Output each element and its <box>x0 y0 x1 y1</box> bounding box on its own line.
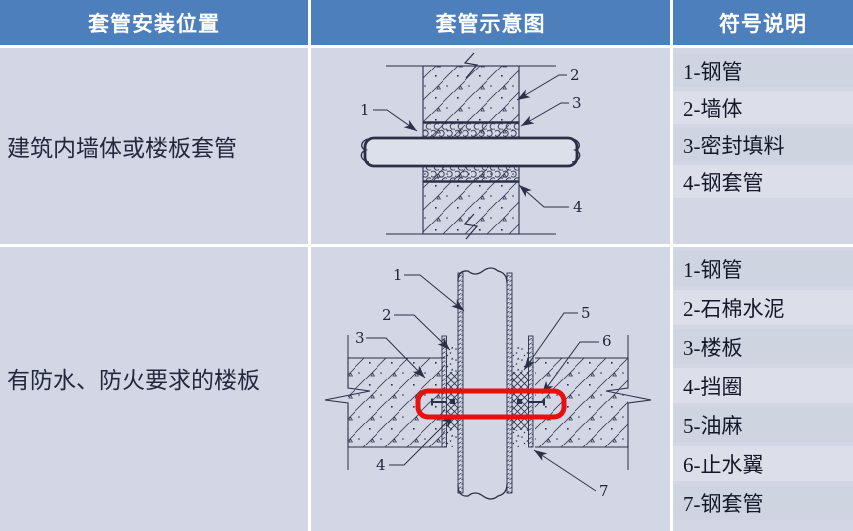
row1-legend-cell: 1-钢管 2-墙体 3-密封填料 4-钢套管 <box>673 48 853 244</box>
break-mark-icon <box>463 52 479 240</box>
pipe-bottom-break-icon <box>457 483 508 500</box>
row2-diagram-cell: 1 2 3 4 5 6 7 <box>311 247 670 531</box>
legend-item-label: 1-钢管 <box>683 257 743 282</box>
callout-3: 3 <box>355 329 365 347</box>
break-arrow-left-icon <box>324 358 371 447</box>
legend-item: 5-油麻 <box>673 407 853 442</box>
row1-position-cell: 建筑内墙体或楼板套管 <box>0 48 308 244</box>
header-schematic-label: 套管示意图 <box>435 11 546 36</box>
header-symbols-label: 符号说明 <box>719 11 807 36</box>
wall-sleeve-diagram: 1 2 3 4 <box>360 52 583 240</box>
legend-item-label: 4-钢套管 <box>683 170 764 195</box>
water-stop-wing <box>431 398 545 406</box>
legend-item: 3-楼板 <box>673 329 853 364</box>
legend-item: 1-钢管 <box>673 54 853 87</box>
row1-position-label: 建筑内墙体或楼板套管 <box>7 136 237 161</box>
legend-item-label: 5-油麻 <box>683 413 743 438</box>
callout-1: 1 <box>393 266 403 284</box>
row2-position-cell: 有防水、防火要求的楼板 <box>0 247 308 531</box>
row2-legend-cell: 1-钢管 2-石棉水泥 3-楼板 4-挡圈 5-油麻 6-止水翼 7-钢套管 <box>673 247 853 531</box>
legend-item-label: 2-墙体 <box>683 96 743 121</box>
legend-item: 7-钢套管 <box>673 485 853 520</box>
legend-item: 2-石棉水泥 <box>673 290 853 325</box>
legend-item: 4-钢套管 <box>673 165 853 198</box>
callout-leaders <box>373 74 569 208</box>
sealing-filler <box>423 121 519 183</box>
row2-position-label: 有防水、防火要求的楼板 <box>7 368 260 393</box>
callout-3: 3 <box>572 94 582 112</box>
header-install-position-label: 套管安装位置 <box>88 11 220 36</box>
legend-item-label: 6-止水翼 <box>683 452 764 477</box>
header-install-position: 套管安装位置 <box>0 0 308 45</box>
callout-4: 4 <box>573 198 583 216</box>
callout-5: 5 <box>581 304 591 322</box>
highlight-box <box>415 388 567 420</box>
header-schematic: 套管示意图 <box>311 0 670 45</box>
pipe-top-break-icon <box>457 267 508 284</box>
break-arrow-right-icon <box>605 358 652 447</box>
callout-leaders <box>366 274 599 492</box>
legend-item: 6-止水翼 <box>673 446 853 481</box>
floor-sleeve-diagram: 1 2 3 4 5 6 7 <box>324 266 652 500</box>
header-symbols: 符号说明 <box>673 0 853 45</box>
callout-numbers: 1 2 3 4 <box>360 66 583 216</box>
legend-item: 4-挡圈 <box>673 368 853 403</box>
callout-6: 6 <box>602 332 612 350</box>
legend-item-label: 1-钢管 <box>683 59 743 84</box>
legend-item-label: 2-石棉水泥 <box>683 296 785 321</box>
legend-item-label: 3-密封填料 <box>683 133 785 158</box>
callout-numbers: 1 2 3 4 5 6 7 <box>355 266 612 500</box>
legend-item: 3-密封填料 <box>673 128 853 161</box>
row1-diagram-cell: 1 2 3 4 <box>311 48 670 244</box>
callout-7: 7 <box>599 482 609 500</box>
legend-item-label: 4-挡圈 <box>683 374 743 399</box>
legend-item-label: 3-楼板 <box>683 335 743 360</box>
legend-item: 2-墙体 <box>673 91 853 124</box>
floor-slab <box>324 335 652 470</box>
legend-item-label: 7-钢套管 <box>683 491 764 516</box>
callout-4: 4 <box>376 456 386 474</box>
steel-pipe <box>360 136 581 168</box>
steel-pipe <box>457 267 513 500</box>
callout-1: 1 <box>360 101 370 119</box>
callout-2: 2 <box>570 66 580 84</box>
legend-item: 1-钢管 <box>673 251 853 286</box>
callout-2: 2 <box>382 306 392 324</box>
